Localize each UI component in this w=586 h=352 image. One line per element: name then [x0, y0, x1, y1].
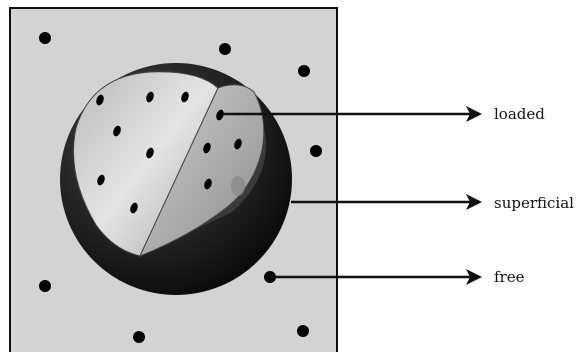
label-loaded: loaded [494, 105, 545, 123]
free-particle [298, 65, 310, 77]
label-free: free [494, 268, 525, 286]
free-particle [39, 280, 51, 292]
nanoparticle [60, 63, 292, 295]
arrow-heads [466, 106, 482, 285]
free-particle [310, 145, 322, 157]
free-particle [39, 32, 51, 44]
free-particle [219, 43, 231, 55]
free-particle [133, 331, 145, 343]
label-superficial: superficial [494, 194, 574, 212]
free-particle [297, 325, 309, 337]
core-highlight [231, 176, 245, 196]
